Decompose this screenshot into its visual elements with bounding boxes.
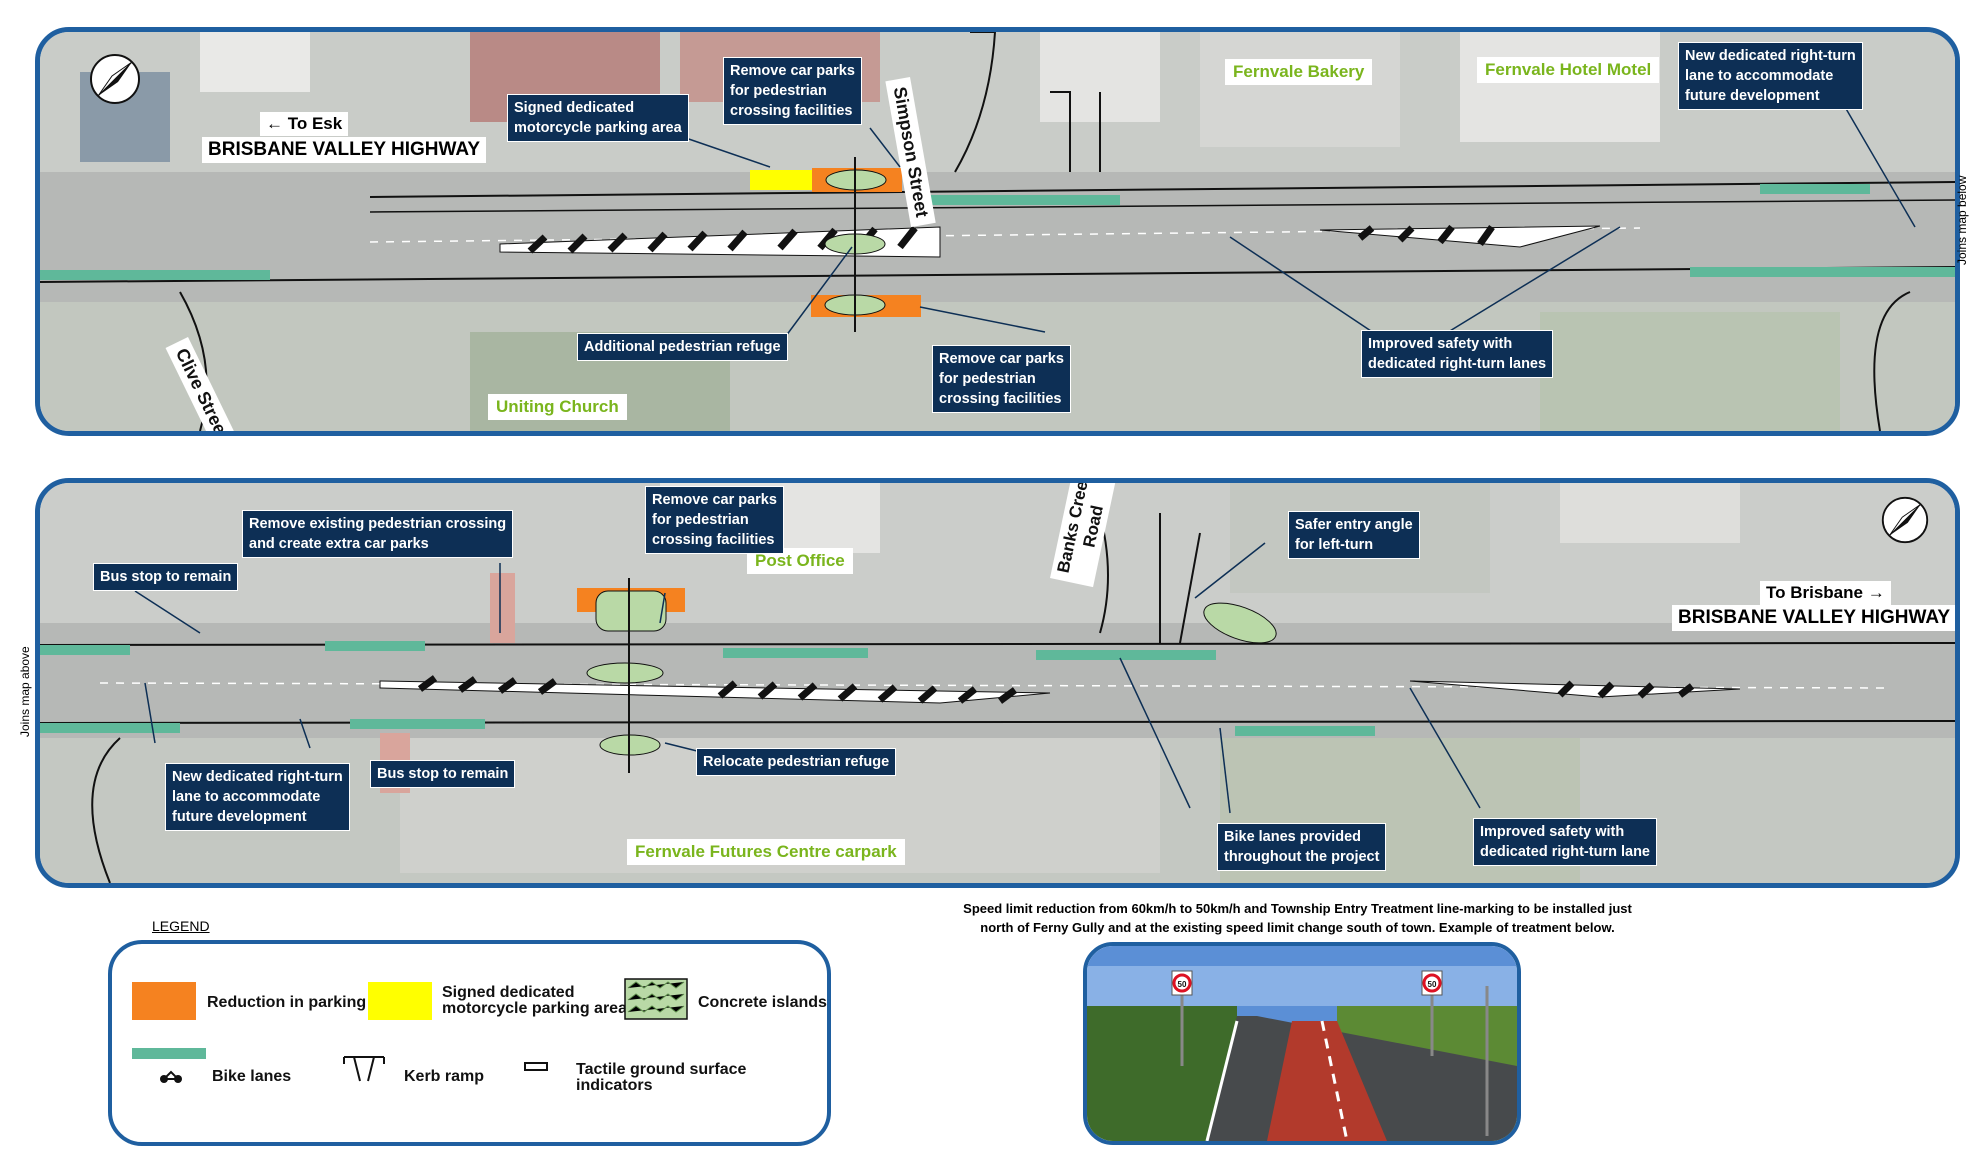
highway-label: BRISBANE VALLEY HIGHWAY (202, 137, 487, 163)
callout-remove-car-parks: Remove car parks for pedestrian crossing… (645, 486, 784, 554)
speed-sign-right: 50 (1428, 980, 1437, 989)
callout-remove-car-parks-bottom: Remove car parks for pedestrian crossing… (932, 345, 1071, 413)
legend-box: Reduction in parking Signed dedicated mo… (108, 940, 831, 1146)
callout-relocate-refuge: Relocate pedestrian refuge (696, 748, 897, 776)
callout-bike-lanes: Bike lanes provided throughout the proje… (1217, 823, 1387, 871)
top-map-panel: ← To Esk BRISBANE VALLEY HIGHWAY Simpson… (35, 27, 1960, 436)
legend-label-reduction: Reduction in parking (207, 994, 367, 1011)
legend-swatch-bike (132, 1048, 206, 1059)
bottom-map-panel: To Brisbane → BRISBANE VALLEY HIGHWAY Ba… (35, 478, 1960, 888)
callout-safer-entry-angle: Safer entry angle for left-turn (1288, 511, 1420, 559)
joins-map-above-note: Joins map above (18, 646, 32, 737)
callout-additional-refuge: Additional pedestrian refuge (577, 333, 788, 361)
legend-label-motorcycle: Signed dedicated motorcycle parking area (442, 984, 627, 1017)
speed-sign-left: 50 (1178, 980, 1187, 989)
highway-label: BRISBANE VALLEY HIGHWAY (1672, 605, 1955, 631)
fernvale-hotel-motel-label: Fernvale Hotel Motel (1477, 57, 1660, 83)
speed-note-line2: north of Ferny Gully and at the existing… (980, 920, 1615, 935)
arrow-icon: ← (266, 114, 283, 133)
callout-improved-safety-lane: Improved safety with dedicated right-tur… (1473, 818, 1657, 866)
fernvale-futures-centre-label: Fernvale Futures Centre carpark (627, 839, 905, 865)
callout-bus-stop-bottom: Bus stop to remain (370, 760, 516, 788)
callout-bus-stop-top: Bus stop to remain (93, 563, 239, 591)
north-arrow-icon (90, 54, 140, 104)
legend-swatch-motorcycle (368, 982, 432, 1020)
legend-label-bike: Bike lanes (212, 1068, 292, 1085)
speed-note: Speed limit reduction from 60km/h to 50k… (900, 899, 1695, 937)
to-esk-label: To Esk (287, 114, 343, 133)
direction-to-esk: ← To Esk (260, 112, 349, 136)
legend-title: LEGEND (152, 918, 210, 934)
legend-label-islands: Concrete islands (698, 994, 827, 1011)
legend-swatch-islands (624, 978, 688, 1020)
kerb-ramp-icon (343, 1056, 385, 1082)
tactile-indicator-icon (524, 1062, 548, 1071)
speed-note-line1: Speed limit reduction from 60km/h to 50k… (963, 901, 1632, 916)
township-entry-photo: 50 50 (1083, 942, 1521, 1145)
callout-new-right-turn-lane: New dedicated right-turn lane to accommo… (165, 763, 350, 831)
fernvale-bakery-label: Fernvale Bakery (1225, 59, 1373, 85)
arrow-icon: → (1867, 583, 1885, 602)
callout-remove-crossing: Remove existing pedestrian crossing and … (242, 510, 514, 558)
callout-remove-car-parks-top: Remove car parks for pedestrian crossing… (723, 57, 862, 125)
legend-label-tactile: Tactile ground surface indicators (576, 1061, 747, 1094)
legend-swatch-reduction (132, 982, 196, 1020)
joins-map-below-note-outer: Joins map below (1955, 175, 1969, 265)
callout-new-right-turn-lane: New dedicated right-turn lane to accommo… (1678, 42, 1863, 110)
direction-to-brisbane: To Brisbane → (1760, 581, 1891, 605)
callout-improved-safety-lanes: Improved safety with dedicated right-tur… (1361, 330, 1554, 378)
callout-motorcycle-parking: Signed dedicated motorcycle parking area (507, 94, 689, 142)
road-treatment-image: 50 50 (1087, 946, 1517, 1141)
uniting-church-label: Uniting Church (488, 394, 627, 420)
to-brisbane-label: To Brisbane (1766, 583, 1863, 602)
legend-label-kerb: Kerb ramp (404, 1068, 485, 1085)
bicycle-icon (160, 1070, 182, 1083)
north-arrow-icon (1881, 496, 1929, 544)
